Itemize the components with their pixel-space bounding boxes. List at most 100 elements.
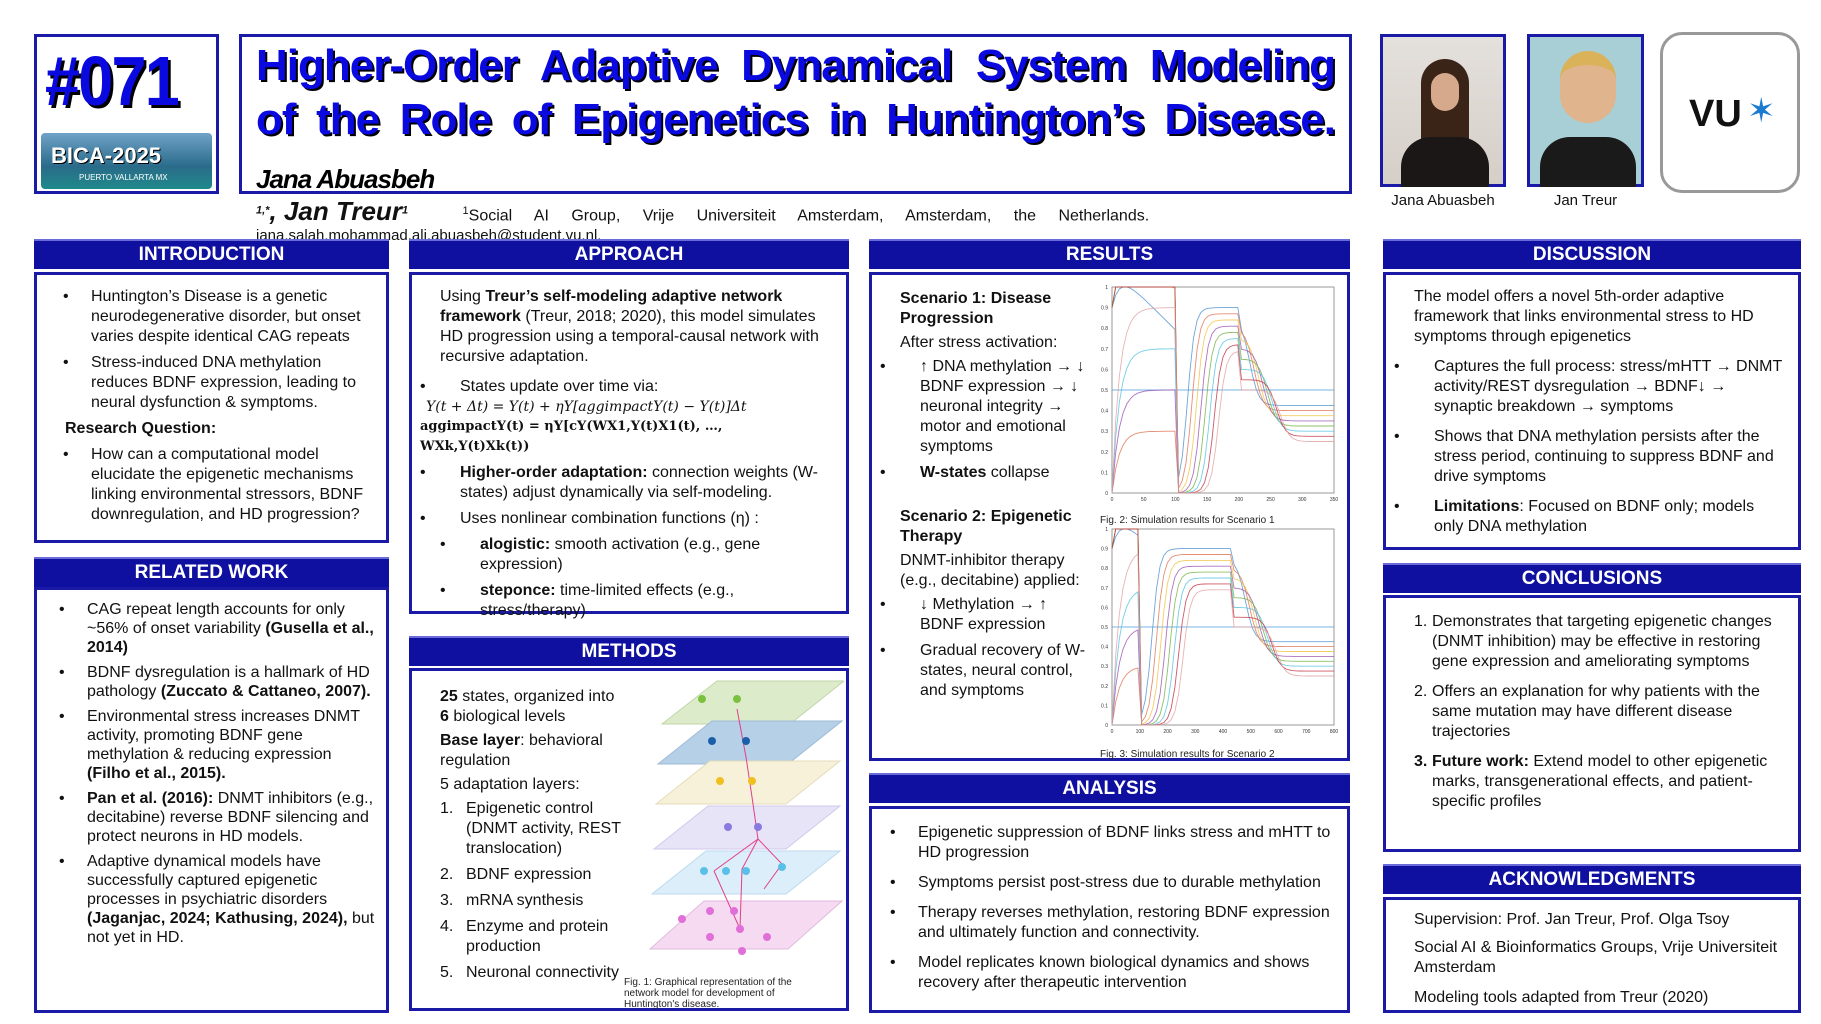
text: Treur’s self-modeling adaptive network f…	[440, 288, 783, 325]
sub-bullet: alogistic: smooth activation (e.g., gene…	[432, 535, 832, 575]
intro-bullet: Stress-induced DNA methylation reduces B…	[55, 353, 372, 413]
methods-base-layer: Base layer: behavioral regulation	[440, 731, 640, 771]
text: Epigenetic control (DNMT activity, REST …	[466, 800, 621, 857]
equation-1: Y(t + Δt) = Y(t) + ηY[aggimpactY(t) − Y(…	[426, 399, 747, 415]
series-line	[1111, 528, 1334, 725]
conference-logo-text: BICA-2025	[51, 143, 162, 168]
series-line	[1111, 552, 1334, 726]
conclusions-panel: 1.Demonstrates that targeting epigenetic…	[1383, 595, 1801, 852]
introduction-heading: INTRODUCTION	[34, 239, 389, 269]
citation: (Zuccato & Cattaneo, 2007).	[160, 683, 371, 700]
ack-line: Social AI & Bioinformatics Groups, Vrije…	[1414, 939, 1778, 976]
approach-heading: APPROACH	[409, 239, 849, 269]
discussion-bullet: Limitations: Focused on BDNF only; model…	[1386, 497, 1784, 537]
analysis-bullet: Model replicates known biological dynami…	[882, 953, 1335, 993]
approach-panel: Using Treur’s self-modeling adaptive net…	[409, 272, 849, 619]
results-heading: RESULTS	[869, 239, 1350, 269]
discussion-bullet: Shows that DNA methylation persists afte…	[1386, 427, 1784, 487]
photo-caption-2: Jan Treur	[1553, 192, 1618, 209]
text: States update over time via:	[460, 378, 659, 395]
analysis-bullet: Symptoms persist post-stress due to dura…	[882, 873, 1335, 893]
text: Higher-order adaptation:	[460, 464, 648, 481]
related-item: CAG repeat length accounts for only ~56%…	[51, 600, 376, 657]
methods-panel: 25 states, organized into 6 biological l…	[409, 668, 849, 1011]
citation: (Gusella et al., 2014)	[87, 620, 374, 656]
series-line	[1111, 286, 1334, 494]
text: Future work:	[1432, 753, 1529, 770]
analysis-heading: ANALYSIS	[869, 773, 1350, 803]
text: Neuronal connectivity	[466, 964, 619, 981]
x-tick-label: 200	[1235, 497, 1244, 503]
text: mRNA synthesis	[466, 892, 584, 909]
approach-bullet: Higher-order adaptation: connection weig…	[412, 463, 832, 503]
related-text: Environmental stress increases DNMT acti…	[87, 708, 360, 763]
related-text: but not yet in HD.	[87, 910, 375, 946]
y-tick-label: 0	[1105, 723, 1108, 729]
conference-logo: BICA-2025 PUERTO VALLARTA MX	[41, 133, 212, 189]
sub-bullet: steponce: time-limited effects (e.g., st…	[432, 581, 832, 621]
intro-bullet: Huntington’s Disease is a genetic neurod…	[55, 287, 372, 347]
y-tick-label: 0.7	[1101, 586, 1108, 592]
x-tick-label: 600	[1274, 729, 1283, 735]
conclusion-item: 2.Offers an explanation for why patients…	[1414, 683, 1760, 740]
y-tick-label: 0.6	[1101, 367, 1108, 373]
y-tick-label: 0.7	[1101, 347, 1108, 353]
title-text: Higher-Order Adaptive Dynamical System M…	[256, 41, 1336, 144]
network-nodes	[678, 695, 786, 955]
vu-logo-text: VU	[1689, 93, 1742, 135]
text: BDNF expression	[466, 866, 592, 883]
text: Uses nonlinear combination functions (η)…	[460, 510, 759, 527]
ack-line: Supervision: Prof. Jan Treur, Prof. Olga…	[1414, 911, 1730, 928]
related-text: CAG repeat length accounts for only ~56%…	[87, 601, 345, 637]
equation-2: aggimpactY(t) = ηY[cY(WX1,Y(t)X1(t), …, …	[420, 419, 723, 454]
network-model-figure	[648, 680, 844, 955]
x-tick-label: 350	[1330, 497, 1339, 503]
research-question-label: Research Question:	[65, 420, 217, 437]
acknowledgments-heading: ACKNOWLEDGMENTS	[1383, 864, 1801, 894]
analysis-panel: Epigenetic suppression of BDNF links str…	[869, 806, 1350, 1013]
y-tick-label: 0.2	[1101, 684, 1108, 690]
text: (Treur, 2018; 2020), this model simulate…	[440, 308, 819, 365]
text: Using	[440, 288, 486, 305]
x-tick-label: 800	[1330, 729, 1339, 735]
x-tick-label: 200	[1163, 729, 1172, 735]
x-tick-label: 150	[1203, 497, 1212, 503]
layer-item: 1.Epigenetic control (DNMT activity, RES…	[440, 800, 621, 857]
y-tick-label: 1	[1105, 527, 1108, 533]
text: connection weights (W-states) adjust dyn…	[460, 464, 819, 501]
x-tick-label: 0	[1111, 729, 1114, 735]
text: Demonstrates that targeting epigenetic c…	[1432, 613, 1772, 670]
x-tick-label: 100	[1136, 729, 1145, 735]
y-tick-label: 0.2	[1101, 450, 1108, 456]
series-line	[1111, 338, 1334, 494]
approach-intro: Using Treur’s self-modeling adaptive net…	[440, 287, 832, 367]
text: smooth activation (e.g., gene expression…	[480, 536, 761, 573]
discussion-panel: The model offers a novel 5th-order adapt…	[1383, 272, 1801, 550]
related-item: Pan et al. (2016): DNMT inhibitors (e.g.…	[51, 789, 376, 846]
related-item: Environmental stress increases DNMT acti…	[51, 707, 376, 783]
text: : Focused on BDNF only; models only DNA …	[1434, 498, 1755, 535]
y-tick-label: 0.5	[1101, 625, 1108, 631]
y-tick-label: 0.9	[1101, 547, 1108, 553]
related-item: Adaptive dynamical models have successfu…	[51, 852, 376, 947]
vu-logo: VU ✶	[1660, 32, 1800, 193]
related-text: Adaptive dynamical models have successfu…	[87, 853, 328, 908]
text: W-states	[920, 464, 987, 481]
author-1-sup: 1,*	[256, 205, 270, 217]
poster-title: Higher-Order Adaptive Dynamical System M…	[256, 39, 1336, 206]
layer-item: 2.BDNF expression	[440, 866, 592, 883]
series-line	[1111, 307, 1334, 494]
methods-levels: 6 biological levels	[440, 707, 640, 727]
text: Extend model to other epigenetic marks, …	[1432, 753, 1768, 810]
x-tick-label: 0	[1111, 497, 1114, 503]
x-tick-label: 100	[1171, 497, 1180, 503]
series-line	[1111, 325, 1334, 494]
scenario-1-title: Scenario 1: Disease Progression	[900, 290, 1052, 327]
poster-number: #071	[45, 42, 180, 120]
affiliation-sup: 1	[462, 205, 469, 217]
text: 6	[440, 708, 449, 725]
y-tick-label: 0.5	[1101, 388, 1108, 394]
network-layers	[648, 680, 844, 950]
